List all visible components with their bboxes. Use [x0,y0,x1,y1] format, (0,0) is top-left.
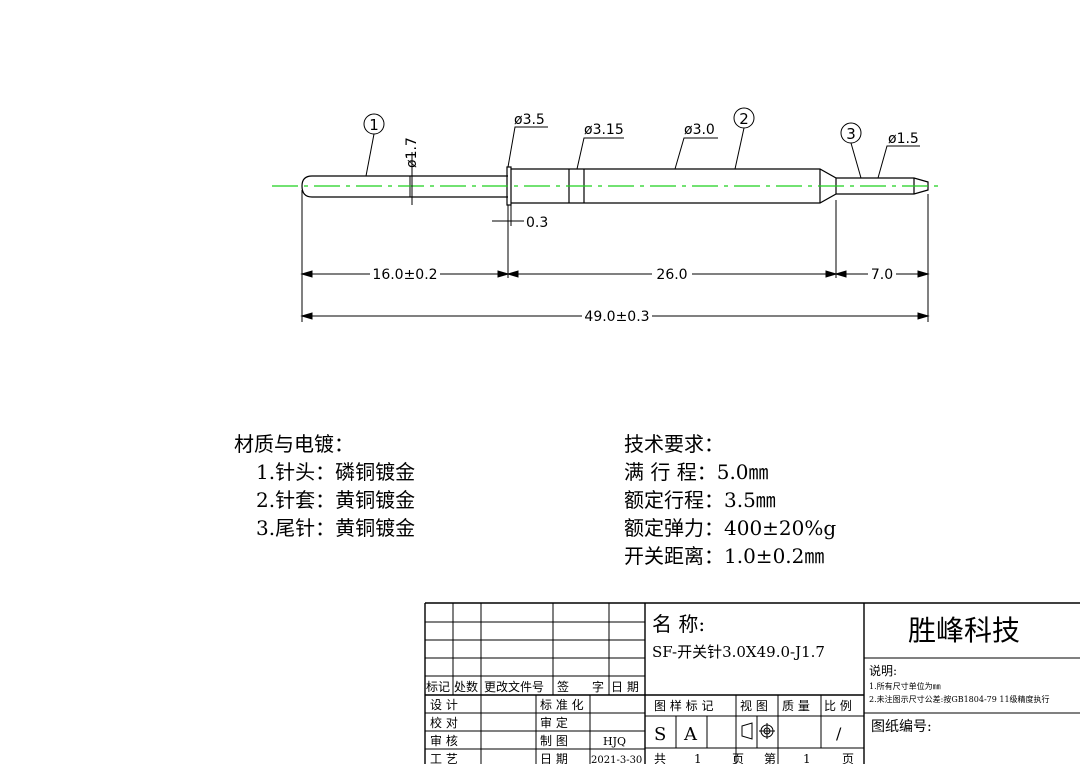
rev-header-sign2: 字 [592,679,604,694]
value-drawn-by: HJQ [603,735,626,748]
tech-notes: 技术要求： 满 行 程：5.0㎜ 额定行程：3.5㎜ 额定弹力：400±20%g… [624,430,836,570]
label-drawn: 制 图 [540,734,568,748]
label-standardize: 标 准 化 [540,698,584,712]
balloon-3-label: 3 [846,125,856,143]
value-date: 2021-3-30 [591,755,642,764]
company-name: 胜峰科技 [908,614,1020,647]
label-view: 视 图 [740,698,768,713]
label-mass: 质 量 [782,699,810,713]
dim-head-dia: ø1.7 [404,137,420,168]
tech-item-1: 满 行 程：5.0㎜ [624,460,769,484]
label-sheet-unit: 页 [842,752,854,764]
dim-tail-dia: ø1.5 [888,131,919,147]
label-approve: 审 定 [540,715,568,730]
balloon-2-label: 2 [739,110,749,128]
balloon-1-label: 1 [369,116,379,134]
dim-seg1: 16.0±0.2 [372,267,437,283]
label-date: 日 期 [540,752,568,764]
dim-total: 49.0±0.3 [584,309,649,325]
dim-groove-dia: ø3.15 [584,122,624,138]
label-review: 审 核 [430,733,458,748]
label-scale: 比 例 [824,699,852,713]
rev-header-count: 处数 [454,679,478,694]
label-drawing-mark: 图 样 标 记 [654,698,713,713]
label-check: 校 对 [430,715,458,730]
label-sheet: 第 [764,752,776,764]
value-sheet-num: 1 [803,752,811,764]
label-part-name: 名 称: [652,612,705,636]
value-total-pages: 1 [694,752,702,764]
dim-seg2: 26.0 [656,267,687,283]
tech-title: 技术要求： [624,432,724,456]
rev-header-sign1: 签 [557,679,569,694]
label-process: 工 艺 [430,752,458,764]
label-page-unit: 页 [732,752,744,764]
materials-item-1: 1.针头：磷铜镀金 [256,460,416,484]
mark-s: S [654,724,666,745]
note-2: 2.未注图示尺寸公差:按GB1804-79 11级精度执行 [869,694,1050,704]
materials-title: 材质与电镀： [234,432,354,456]
rev-header-date: 日 期 [611,680,639,694]
tech-item-2: 额定行程：3.5㎜ [624,488,776,512]
head-pin-outline [301,175,508,198]
materials-item-2: 2.针套：黄铜镀金 [256,488,416,512]
materials-item-3: 3.尾针：黄铜镀金 [256,516,416,540]
value-scale: / [836,724,842,743]
dim-barrel-dia: ø3.0 [684,122,715,138]
balloon-2 [733,107,755,129]
rev-header-docno: 更改文件号 [484,679,544,694]
tech-item-3: 额定弹力：400±20%g [624,516,837,540]
mark-a: A [683,724,698,745]
dim-flange-dia: ø3.5 [514,112,545,128]
dim-flange-thk: 0.3 [526,215,548,231]
label-total: 共 [654,752,666,764]
rev-header-mark: 标记 [426,680,450,694]
value-part-name: SF-开关针3.0X49.0-J1.7 [652,643,825,661]
projection-symbol-icon [741,722,775,740]
label-drawing-no: 图纸编号: [871,719,932,735]
tech-item-4: 开关距离：1.0±0.2㎜ [624,544,825,568]
dim-seg3: 7.0 [871,267,893,283]
materials-notes: 材质与电镀： 1.针头：磷铜镀金 2.针套：黄铜镀金 3.尾针：黄铜镀金 [234,430,415,542]
notes-title: 说明: [869,663,897,678]
note-1: 1.所有尺寸单位为㎜ [869,681,941,691]
label-design: 设 计 [430,698,458,712]
